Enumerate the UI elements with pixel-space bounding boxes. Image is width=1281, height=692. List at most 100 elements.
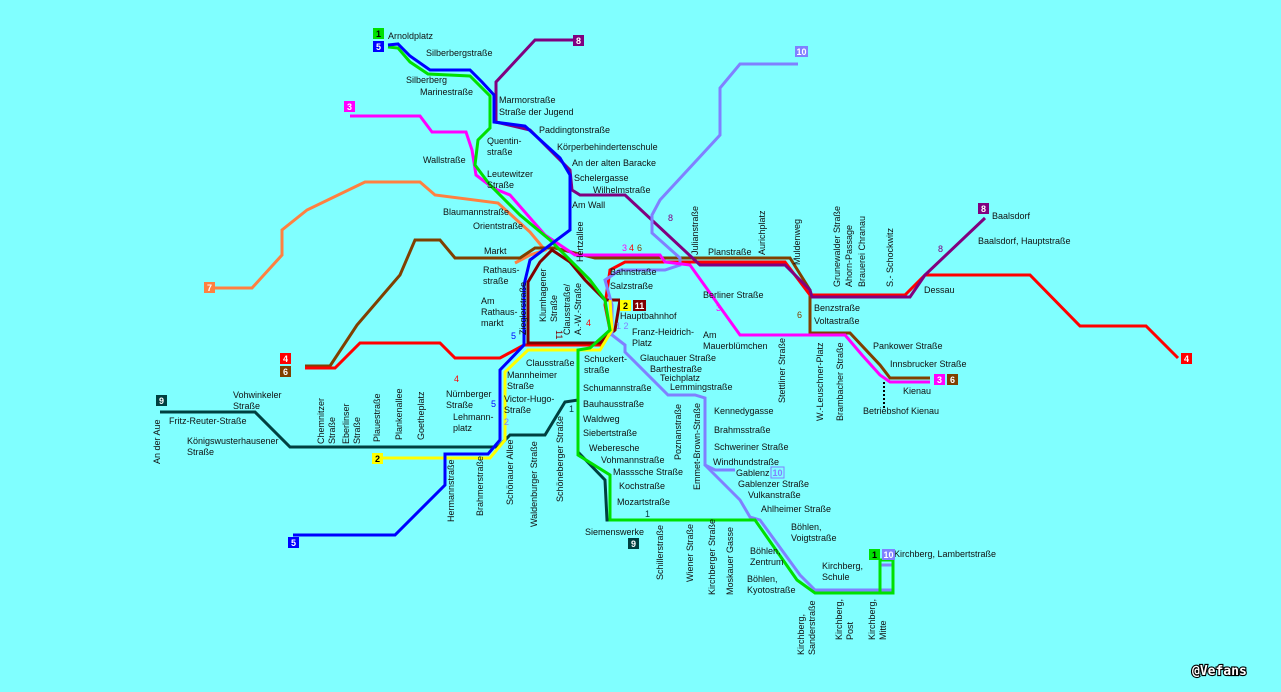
station-label[interactable]: Lehmann-platz [453,412,494,433]
station-label[interactable]: Plauestraße [372,393,382,442]
station-label[interactable]: Brambacher Straße [835,342,845,421]
station-label[interactable]: Zieglerstraße [518,282,528,335]
station-label[interactable]: Victor-Hugo-Straße [504,394,554,415]
station-label[interactable]: ChemnitzerStraße [316,398,337,444]
station-label[interactable]: Waldweg [583,414,620,424]
station-label[interactable]: Betriebshof Kienau [863,406,939,416]
station-label[interactable]: Silberbergstraße [426,48,493,58]
station-label[interactable]: Böhlen,Kyotostraße [747,574,796,595]
line-badge-4[interactable]: 4 [1181,353,1192,364]
station-label[interactable]: Glauchauer Straße [640,353,716,363]
station-label[interactable]: Schelergasse [574,173,629,183]
station-label[interactable]: Böhlen,Voigtstraße [791,522,837,543]
line-8-route[interactable] [494,38,987,299]
station-label[interactable]: Hertzallee [575,221,585,262]
line-5-route[interactable] [293,42,572,537]
station-label[interactable]: Wiener Straße [685,524,695,582]
station-label[interactable]: Marinestraße [420,87,473,97]
station-label[interactable]: Benzstraße [814,303,860,313]
station-label[interactable]: Goetheplatz [416,391,426,440]
station-label[interactable]: Schönauer Allee [505,439,515,505]
station-label[interactable]: Wilhelmstraße [593,185,651,195]
station-label[interactable]: Schweriner Straße [714,442,789,452]
station-label[interactable]: Hermannstraße [446,459,456,522]
station-label[interactable]: Bahnstraße [610,267,657,277]
line-badge-11[interactable]: 11 [633,300,646,311]
line-badge-9[interactable]: 9 [628,538,639,549]
station-label[interactable]: Silberberg [406,75,447,85]
line-4-route[interactable] [305,260,1180,370]
station-label[interactable]: Straße der Jugend [499,107,574,117]
line-10-route[interactable] [603,62,798,472]
station-label[interactable]: Gablenzer Straße [738,479,809,489]
station-label[interactable]: Hauptbahnhof [620,311,677,321]
station-label[interactable]: Kienau [903,386,931,396]
station-label[interactable]: Vulkanstraße [748,490,801,500]
station-label[interactable]: Wallstraße [423,155,466,165]
line-badge-5[interactable]: 5 [373,41,384,52]
station-label[interactable]: Kirchberg, Lambertstraße [894,549,996,559]
station-label[interactable]: Brahmsstraße [714,425,771,435]
station-label[interactable]: Quentin-straße [487,136,522,157]
station-label[interactable]: Dessau [924,285,955,295]
station-label[interactable]: Marmorstraße [499,95,556,105]
station-label[interactable]: Muldenweg [792,219,802,265]
station-label[interactable]: KlumhagenerStraße [538,268,559,322]
station-label[interactable]: Salzstraße [610,281,653,291]
line-1-route[interactable] [387,45,895,595]
station-label[interactable]: Schillerstraße [655,525,665,580]
station-label[interactable]: Julianstraße [690,206,700,255]
station-label[interactable]: EberlinserStraße [341,403,362,444]
line-badge-2[interactable]: 2 [372,453,383,464]
line-3-route[interactable] [350,114,930,384]
station-label[interactable]: Blaumannstraße [443,207,509,217]
station-label[interactable]: Moskauer Gasse [725,527,735,595]
station-label[interactable]: Schumannstraße [583,383,652,393]
station-label[interactable]: Mozartstraße [617,497,670,507]
station-label[interactable]: Ahorn-Passage [844,225,854,287]
station-label[interactable]: Böhlen,Zentrum [750,546,784,567]
line-badge-6[interactable]: 6 [280,366,291,377]
line-badge-8[interactable]: 8 [573,35,584,46]
station-label[interactable]: Franz-Heidrich-Platz [632,327,694,348]
station-label[interactable]: Orientstraße [473,221,523,231]
station-label[interactable]: Grunewalder Straße [832,206,842,287]
station-label[interactable]: Masssche Straße [613,467,683,477]
line-badge-2[interactable]: 2 [620,300,631,311]
station-label[interactable]: Kochstraße [619,481,665,491]
station-label[interactable]: Berliner Straße [703,290,764,300]
station-label[interactable]: W.-Leuschner-Platz [815,342,825,421]
line-badge-8[interactable]: 8 [978,203,989,214]
station-label[interactable]: Clausstraße [526,358,575,368]
station-label[interactable]: Kirchberg,Mitte [867,599,888,640]
station-label[interactable]: Windhundstraße [713,457,779,467]
station-label[interactable]: An der alten Baracke [572,158,656,168]
station-label[interactable]: Fritz-Reuter-Straße [169,416,247,426]
station-label[interactable]: Markt [484,246,507,256]
station-label[interactable]: Arnoldplatz [388,31,434,41]
station-label[interactable]: Körperbehindertenschule [557,142,658,152]
station-label[interactable]: Vohmannstraße [601,455,665,465]
line-badge-10[interactable]: 10 [795,46,808,57]
line-badge-10[interactable]: 10 [882,549,895,560]
station-label[interactable]: Schuckert-straße [584,354,627,375]
line-badge-10[interactable]: 10 [770,466,785,479]
station-label[interactable]: Innsbrucker Straße [890,359,967,369]
line-badge-3[interactable]: 3 [344,101,355,112]
station-label[interactable]: Am Wall [572,200,605,210]
line-badge-5[interactable]: 5 [288,537,299,548]
station-label[interactable]: Poznanstraße [673,404,683,460]
station-label[interactable]: Siemenswerke [585,527,644,537]
station-label[interactable]: Brauerei Chranau [857,216,867,287]
station-label[interactable]: S.- Schockwitz [885,227,895,287]
line-badge-3[interactable]: 3 [934,374,945,385]
line-badge-6[interactable]: 6 [947,374,958,385]
station-label[interactable]: Teichplatz [660,373,701,383]
